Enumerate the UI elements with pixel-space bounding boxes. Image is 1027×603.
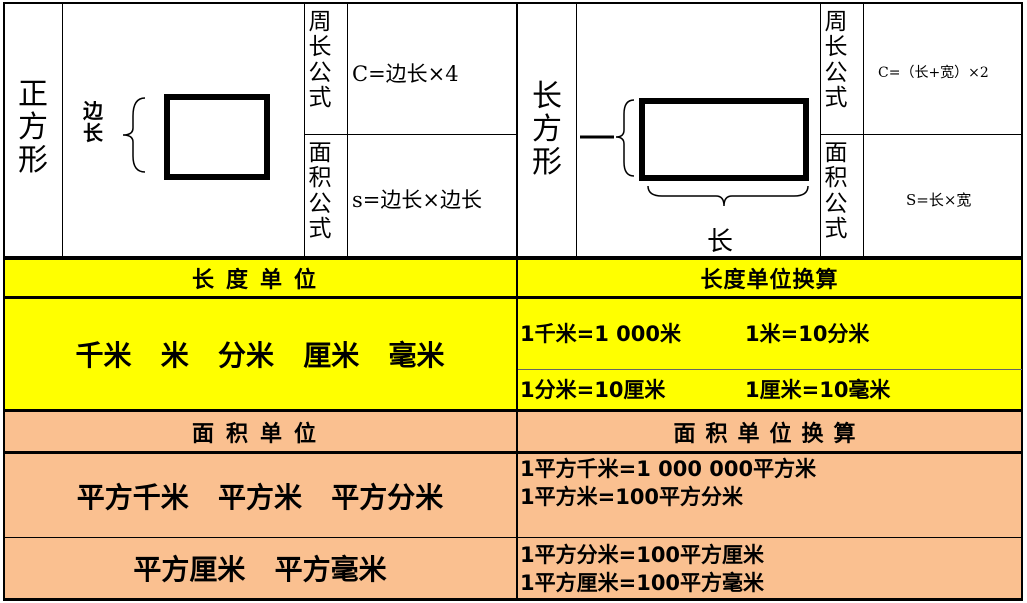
- square-name: 正 方 形: [14, 78, 52, 177]
- square-area-label: 面 积 公 式: [306, 140, 334, 242]
- divider-rect-name: [576, 2, 577, 258]
- divider-area-rows: [4, 537, 1023, 538]
- square-area-formula: s=边长×边长: [352, 188, 482, 212]
- rectangle-length-label: 长: [707, 227, 734, 257]
- divider-rect-label: [820, 2, 821, 258]
- length-units-list: 千米 米 分米 厘米 毫米: [75, 339, 445, 372]
- label-char: 周: [824, 9, 848, 35]
- square-side-brace: [122, 97, 146, 173]
- label-char: 式: [308, 215, 332, 242]
- label-char: 公: [308, 59, 332, 86]
- area-conversion-header: 面积单位换算: [673, 421, 866, 447]
- label-char: 式: [824, 215, 848, 242]
- label-char: 长: [308, 34, 332, 61]
- divider-sq-label: [304, 2, 305, 258]
- divider-length-units: [4, 409, 1023, 412]
- rectangle-width-brace: [615, 99, 635, 177]
- rectangle-diagram: [580, 98, 809, 207]
- area-header-band: [4, 411, 1022, 453]
- label-char: 积: [308, 165, 332, 192]
- length-conv-dm-cm: 1分米=10厘米: [520, 378, 666, 402]
- length-units-band: [4, 298, 1022, 411]
- length-units-header: 长度单位: [191, 268, 328, 293]
- length-conversion-header: 长度单位换算: [700, 268, 839, 293]
- length-conv-km-m: 1千米=1 000米: [520, 322, 681, 346]
- label-char: 式: [308, 84, 332, 111]
- label-char: 式: [824, 84, 848, 111]
- area-conv-cm2-mm2: 1平方厘米=100平方毫米: [520, 571, 765, 595]
- label-char: 公: [308, 190, 332, 217]
- divider-length-conv-rows: [517, 369, 1022, 370]
- area-units-header: 面积单位: [191, 421, 328, 447]
- border-left: [3, 2, 5, 601]
- label-char: 公: [824, 59, 848, 86]
- label-char: 面: [824, 140, 848, 166]
- rectangle-name-char: 长: [532, 79, 562, 114]
- area-conv-m2-dm2: 1平方米=100平方分米: [520, 485, 744, 509]
- label-char: 周: [308, 9, 332, 35]
- area-conv-km2-m2: 1平方千米=1 000 000平方米: [520, 457, 817, 481]
- square-side-label: 边 长: [80, 100, 106, 144]
- rectangle-name-char: 方: [532, 112, 562, 147]
- length-conv-cm-mm: 1厘米=10毫米: [745, 378, 891, 402]
- rectangle-name-char: 形: [532, 145, 562, 180]
- label-char: 积: [824, 165, 848, 192]
- rectangle-area-formula: S=长×宽: [906, 191, 972, 209]
- divider-rect-formula: [863, 2, 864, 258]
- square-diagram: [122, 94, 270, 180]
- rectangle-perimeter-formula: C=（长+宽）×2: [878, 65, 989, 81]
- rectangle-name: 长 方 形: [528, 80, 566, 179]
- square-perimeter-label: 周 长 公 式: [306, 9, 334, 111]
- label-char: 长: [824, 34, 848, 61]
- square-name-char: 正: [18, 77, 48, 112]
- area-conv-dm2-cm2: 1平方分米=100平方厘米: [520, 543, 765, 567]
- square-shape: [164, 94, 270, 180]
- border-top: [4, 2, 1023, 4]
- divider-length-header: [4, 296, 1023, 299]
- area-units-list-1: 平方千米 平方米 平方分米: [76, 480, 444, 514]
- border-bottom: [4, 598, 1023, 601]
- square-side-label-char: 长: [83, 121, 103, 145]
- divider-shapes-bottom: [4, 256, 1023, 260]
- length-header-band: [4, 258, 1022, 298]
- square-perimeter-formula: C=边长×4: [352, 62, 459, 86]
- area-units-list-2: 平方厘米 平方毫米: [133, 553, 387, 586]
- rectangle-shape: [639, 98, 809, 181]
- rectangle-length-brace: [647, 185, 809, 207]
- rectangle-perimeter-label: 周 长 公 式: [822, 9, 850, 111]
- square-name-char: 方: [18, 110, 48, 145]
- label-char: 面: [308, 140, 332, 166]
- border-right: [1021, 2, 1023, 601]
- divider-center: [516, 2, 518, 601]
- divider-sq-name: [62, 2, 63, 258]
- label-char: 公: [824, 190, 848, 217]
- area-units-band: [4, 453, 1022, 600]
- divider-rect-formula-row: [820, 134, 1023, 135]
- square-name-char: 形: [18, 143, 48, 178]
- divider-sq-formula-row: [304, 134, 517, 135]
- divider-area-header: [4, 451, 1023, 454]
- length-conv-m-dm: 1米=10分米: [745, 322, 870, 346]
- divider-sq-formula: [347, 2, 348, 258]
- rectangle-area-label: 面 积 公 式: [822, 140, 850, 242]
- square-side-label-char: 边: [83, 99, 103, 123]
